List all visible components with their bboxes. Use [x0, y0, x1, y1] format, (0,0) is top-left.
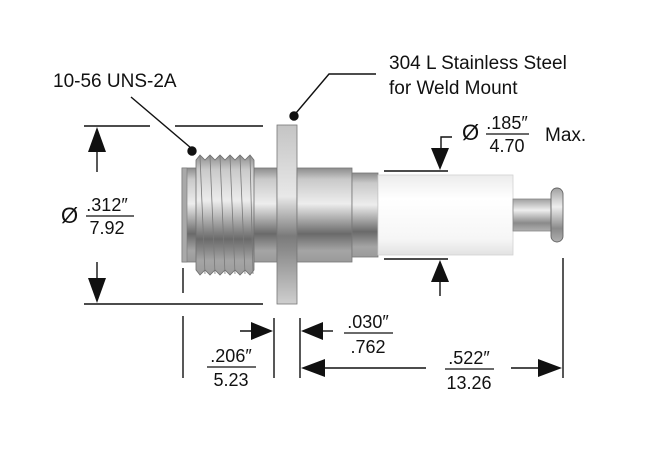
insulator-length-mm: 13.26 — [446, 373, 491, 393]
thread-crests — [195, 154, 255, 276]
thread-end-bevel — [181, 167, 188, 263]
connector-body — [181, 124, 564, 305]
rear-step — [351, 172, 379, 258]
insulator-length-dimension: .522″ 13.26 — [445, 348, 494, 393]
arrow-down-icon — [431, 148, 449, 170]
outer-diameter-dimension: Ø .312″ 7.92 — [61, 195, 134, 238]
outer-diameter-inch: .312″ — [86, 195, 128, 215]
rear-body — [296, 167, 353, 263]
insulator-diameter-mm: 4.70 — [489, 136, 524, 156]
pin-head — [550, 187, 564, 243]
thread-length-mm: 5.23 — [213, 370, 248, 390]
material-label-line1: 304 L Stainless Steel — [389, 53, 567, 74]
material-label-line2: for Weld Mount — [389, 78, 518, 99]
thread-lines — [199, 155, 254, 275]
insulator-diameter-dimension: Ø .185″ 4.70 Max. — [462, 113, 586, 156]
insulator-diameter-qualifier: Max. — [545, 125, 586, 146]
arrow-left-icon — [301, 322, 323, 340]
extension-lines — [84, 125, 564, 378]
insulator-diameter-inch: .185″ — [486, 113, 528, 133]
arrow-up-icon — [431, 260, 449, 282]
material-callout-leader — [289, 73, 376, 121]
outer-diameter-mm: 7.92 — [89, 218, 124, 238]
thread-length-dimension: .206″ 5.23 — [207, 346, 256, 390]
flange-thickness-mm: .762 — [350, 337, 385, 357]
diameter-symbol-icon: Ø — [61, 203, 78, 228]
weld-flange — [276, 124, 298, 305]
thread-callout-leader — [130, 96, 197, 156]
diameter-symbol-icon: Ø — [462, 120, 479, 145]
arrow-down-icon — [88, 278, 106, 303]
arrow-up-icon — [88, 127, 106, 152]
flange-thickness-inch: .030″ — [347, 312, 389, 332]
insulator — [377, 174, 514, 256]
flange-thickness-dimension: .030″ .762 — [344, 312, 393, 357]
thread-spec-label: 10-56 UNS-2A — [53, 71, 177, 92]
dimension-arrows — [88, 127, 562, 377]
arrow-right-icon — [251, 322, 273, 340]
thread-length-inch: .206″ — [210, 346, 252, 366]
insulator-length-inch: .522″ — [448, 348, 490, 368]
arrow-right-icon — [538, 359, 562, 377]
arrow-left-icon — [301, 359, 325, 377]
center-pin — [512, 198, 555, 232]
